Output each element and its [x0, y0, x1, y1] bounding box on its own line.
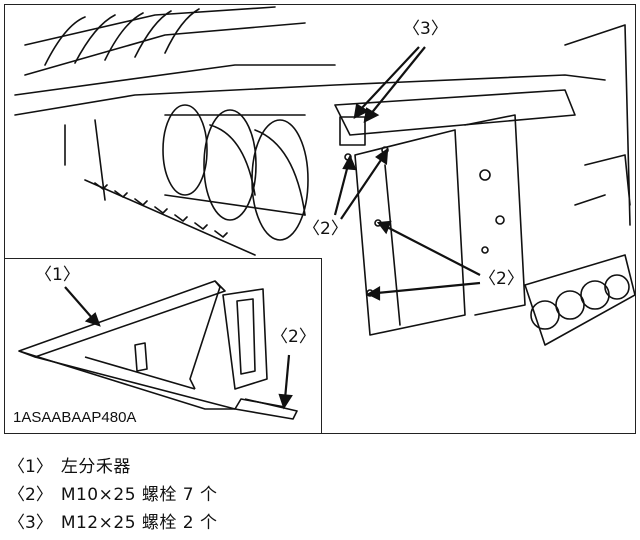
legend-label: M12×25 螺栓 2 个 [60, 512, 218, 533]
legend-number: 〈2〉 [8, 484, 53, 505]
figure-code: 1ASAABAAP480A [13, 409, 137, 426]
legend-number: 〈3〉 [8, 512, 53, 533]
legend-label: M10×25 螺栓 7 个 [60, 484, 218, 505]
legend-label: 左分禾器 [60, 456, 131, 477]
divider-drawing [18, 280, 298, 420]
parts-legend: 〈1〉 左分禾器 〈2〉 M10×25 螺栓 7 个 〈3〉 M12×25 螺栓… [8, 450, 218, 534]
legend-item-3: 〈3〉 M12×25 螺栓 2 个 [8, 506, 218, 534]
callout-2-right: 〈2〉 [479, 269, 524, 289]
callout-2-left: 〈2〉 [303, 219, 348, 239]
harvester-header-drawing [14, 6, 635, 346]
inset-detail: 〈1〉 〈2〉 1ASAABAAP480A [4, 258, 322, 434]
legend-item-2: 〈2〉 M10×25 螺栓 7 个 [8, 478, 218, 506]
callout-3: 〈3〉 [403, 19, 448, 39]
callout-1: 〈1〉 [35, 265, 80, 285]
legend-number: 〈1〉 [8, 456, 53, 477]
callout-2-inset: 〈2〉 [271, 327, 316, 347]
legend-item-1: 〈1〉 左分禾器 [8, 450, 218, 478]
